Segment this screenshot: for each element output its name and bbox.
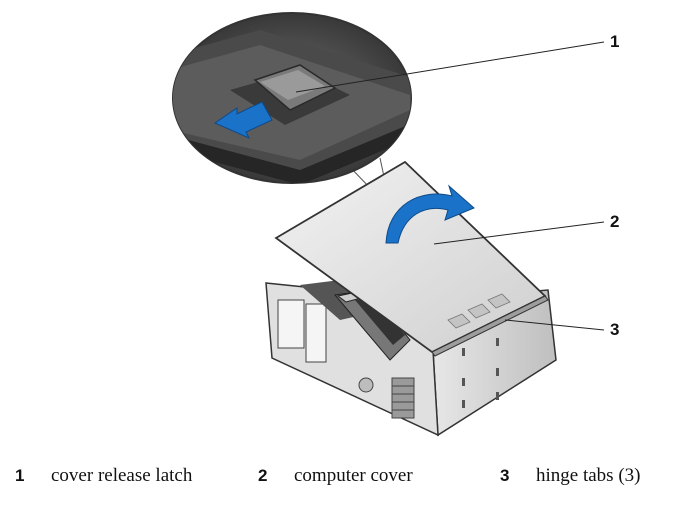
- front-vents: [391, 377, 415, 419]
- callout-legend: 1 cover release latch 2 computer cover 3…: [0, 458, 679, 498]
- power-button-icon: [358, 377, 374, 393]
- legend-number-2: 2: [258, 466, 268, 485]
- legend-number-1: 1: [15, 466, 25, 485]
- diagram-figure: 1 2 3: [172, 12, 620, 437]
- side-slots: [462, 338, 499, 408]
- callout-number-2: 2: [610, 212, 620, 231]
- computer-cover: [274, 160, 549, 357]
- legend-label-3: hinge tabs (3): [536, 465, 641, 486]
- push-arrow-icon: [213, 101, 273, 140]
- latch-zoom-inset: [172, 12, 412, 184]
- legend-label-2: computer cover: [294, 465, 413, 486]
- legend-number-3: 3: [500, 466, 510, 485]
- callout-lines: [295, 41, 605, 331]
- rotation-arrow-icon: [385, 184, 475, 244]
- diagram-svg: [172, 12, 605, 437]
- callout-number-3: 3: [610, 320, 620, 339]
- legend-label-1: cover release latch: [51, 465, 193, 486]
- callout-number-1: 1: [610, 32, 620, 51]
